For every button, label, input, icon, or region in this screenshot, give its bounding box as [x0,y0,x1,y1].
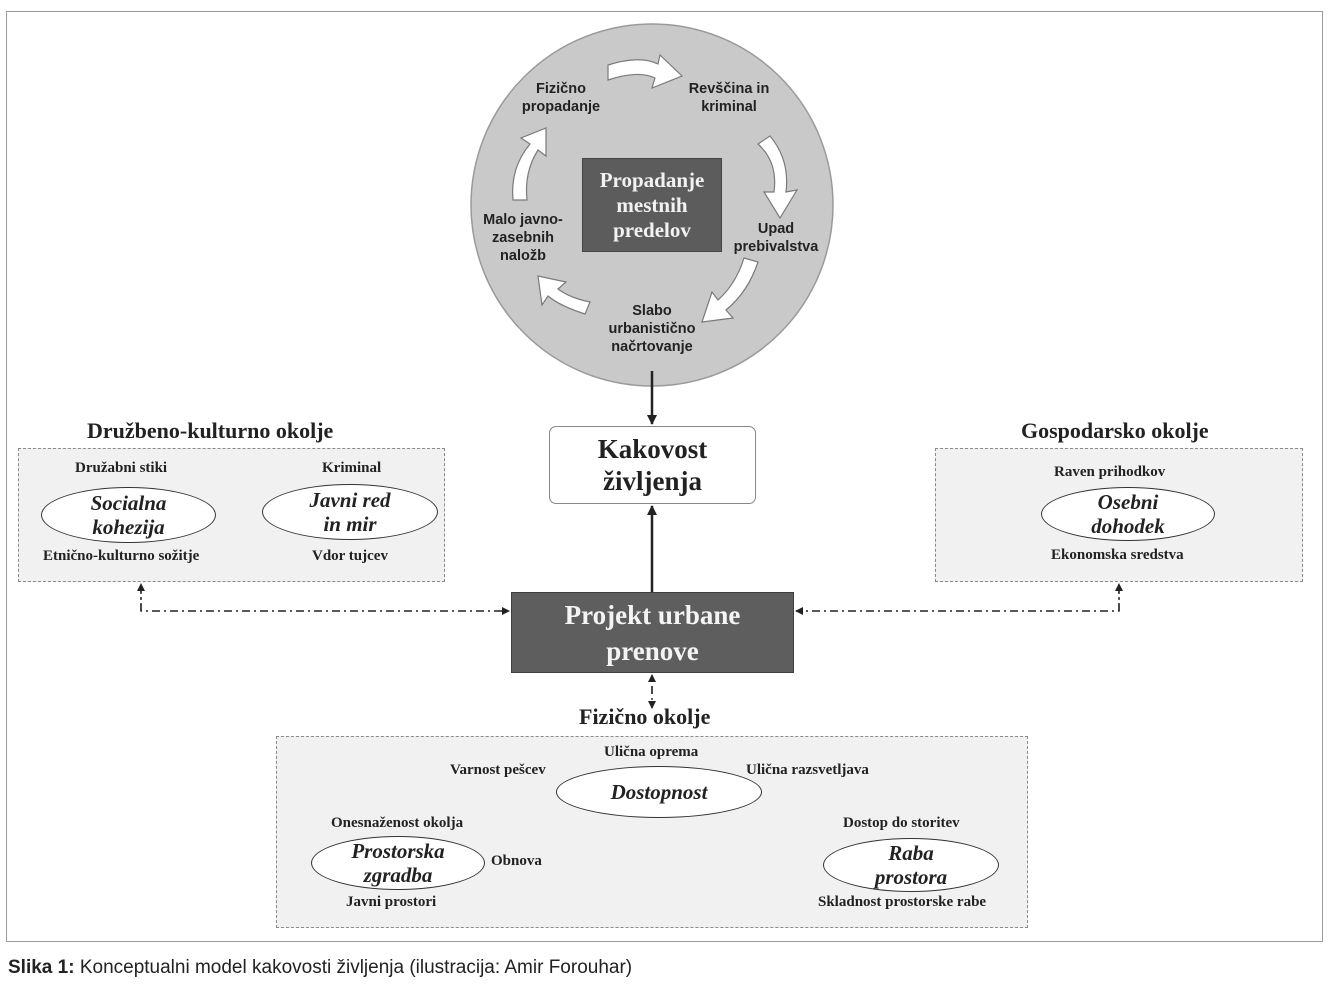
dash-dot-links [137,583,1123,709]
cycle-step-low-investment: Malo javno- zasebnih naložb [483,212,563,264]
ethnic-coexistence-label: Etnično-kulturno sožitje [43,548,200,564]
cycle-arrow-right-lower [701,257,759,323]
cycle-arrow-left [512,127,547,201]
pedestrian-safety-label: Varnost pešcev [450,762,546,778]
accessibility-oval: Dostopnost [556,766,762,818]
spatial-fabric-oval: Prostorska zgradba [311,836,485,890]
socio-cultural-title: Družbeno-kulturno okolje [87,418,334,443]
income-level-label: Raven prihodkov [1054,464,1166,480]
street-lighting-label: Ulična razsvetljava [746,762,869,778]
cycle-center-box: Propadanje mestnih predelov [582,158,722,252]
crime-label: Kriminal [322,460,382,476]
social-contacts-label: Družabni stiki [75,460,168,476]
urban-renewal-project-box: Projekt urbane prenove [511,592,794,673]
social-cohesion-oval: Socialna kohezija [41,487,216,543]
link-economic-to-project [795,586,1120,615]
cycle-step-physical-decay: Fizično propadanje [521,81,601,115]
pollution-label: Onesnaženost okolja [331,815,464,831]
quality-of-life-box: Kakovost življenja [549,426,756,504]
figure-caption: Slika 1: Konceptualni model kakovosti ži… [8,957,632,979]
economic-title: Gospodarsko okolje [1021,418,1209,443]
service-access-label: Dostop do storitev [843,815,960,831]
land-use-oval: Raba prostora [823,838,999,892]
cycle-arrow-bottom-left [537,275,591,315]
cycle-step-population-decline: Upad prebivalstva [733,221,819,255]
personal-income-oval: Osebni dohodek [1041,487,1215,541]
caption-text: Konceptualni model kakovosti življenja (… [79,957,633,978]
cycle-arrow-top [607,53,684,90]
link-socio-to-project [140,586,510,615]
cycle-arrow-right-upper [757,135,799,220]
renewal-label: Obnova [491,853,542,869]
public-order-oval: Javni red in mir [262,484,438,540]
physical-title: Fizično okolje [579,704,711,729]
land-use-compatibility-label: Skladnost prostorske rabe [818,894,987,910]
street-furniture-label: Ulična oprema [604,744,699,760]
public-spaces-label: Javni prostori [346,894,437,910]
cycle-step-poor-planning: Slabo urbanistično načrtovanje [608,303,696,355]
economic-resources-label: Ekonomska sredstva [1051,547,1184,563]
foreign-intrusion-label: Vdor tujcev [312,548,388,564]
cycle-step-poverty-crime: Revščina in kriminal [688,81,770,115]
figure-frame [6,11,1323,942]
cycle-arrows [512,53,799,323]
caption-label: Slika 1: [8,957,75,978]
